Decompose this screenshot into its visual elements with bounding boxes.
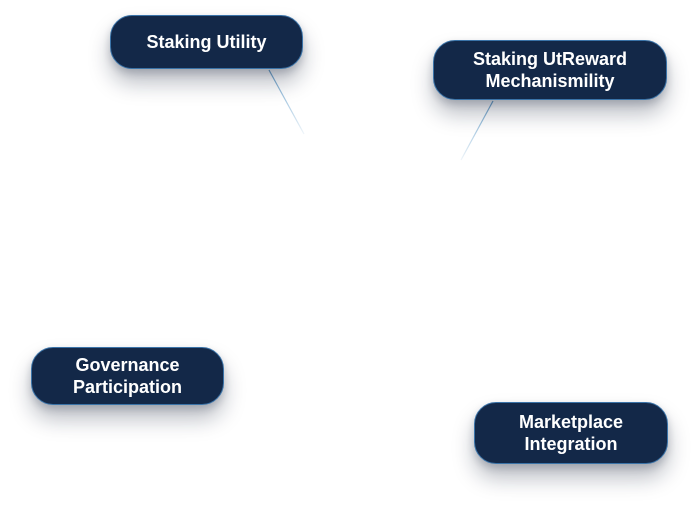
node-governance-participation[interactable]: Governance Participation (31, 347, 224, 405)
node-marketplace-integration[interactable]: Marketplace Integration (474, 402, 668, 464)
node-label: Marketplace Integration (518, 412, 624, 454)
node-label: Staking Utility (146, 32, 267, 52)
node-staking-utility[interactable]: Staking Utility (110, 15, 303, 69)
connector-staking-utility (268, 69, 305, 135)
connector-staking-reward (460, 100, 494, 161)
node-staking-reward-mechanism[interactable]: Staking UtReward Mechanismility (433, 40, 667, 100)
node-label: Staking UtReward Mechanismility (472, 49, 628, 91)
node-label: Governance Participation (72, 355, 183, 397)
